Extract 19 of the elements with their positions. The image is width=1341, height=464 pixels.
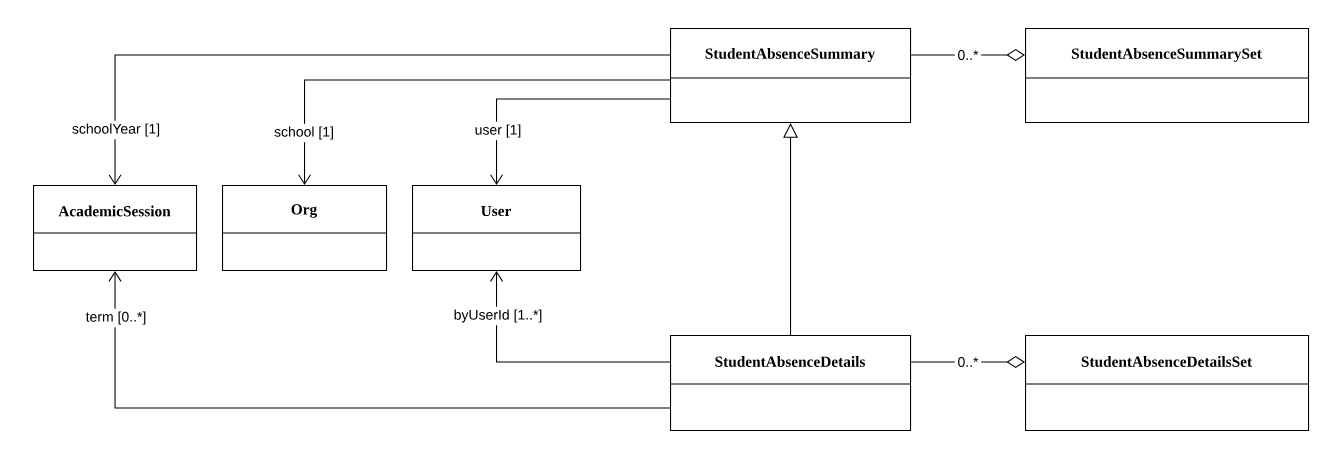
edge-label: byUserId [1..*]: [451, 306, 546, 326]
connector: [108, 54, 671, 185]
edge-label: term [0..*]: [83, 308, 149, 328]
class-box: AcademicSession: [32, 185, 198, 272]
edge-label: 0..*: [954, 354, 982, 370]
class-box: User: [411, 185, 582, 272]
edge-label: user [1]: [472, 121, 524, 141]
class-box: StudentAbsenceDetailsSet: [1024, 335, 1310, 432]
connector: [108, 271, 671, 409]
connector: [298, 79, 671, 185]
edge-label: school [1]: [271, 123, 337, 143]
connector: [490, 98, 671, 185]
class-box: Org: [221, 185, 388, 272]
class-box: StudentAbsenceSummarySet: [1024, 28, 1310, 124]
class-box: StudentAbsenceDetails: [669, 335, 912, 432]
edge-label: schoolYear [1]: [69, 120, 163, 140]
edge-label: 0..*: [954, 47, 982, 63]
connector: [490, 271, 671, 363]
class-box: StudentAbsenceSummary: [669, 28, 912, 124]
